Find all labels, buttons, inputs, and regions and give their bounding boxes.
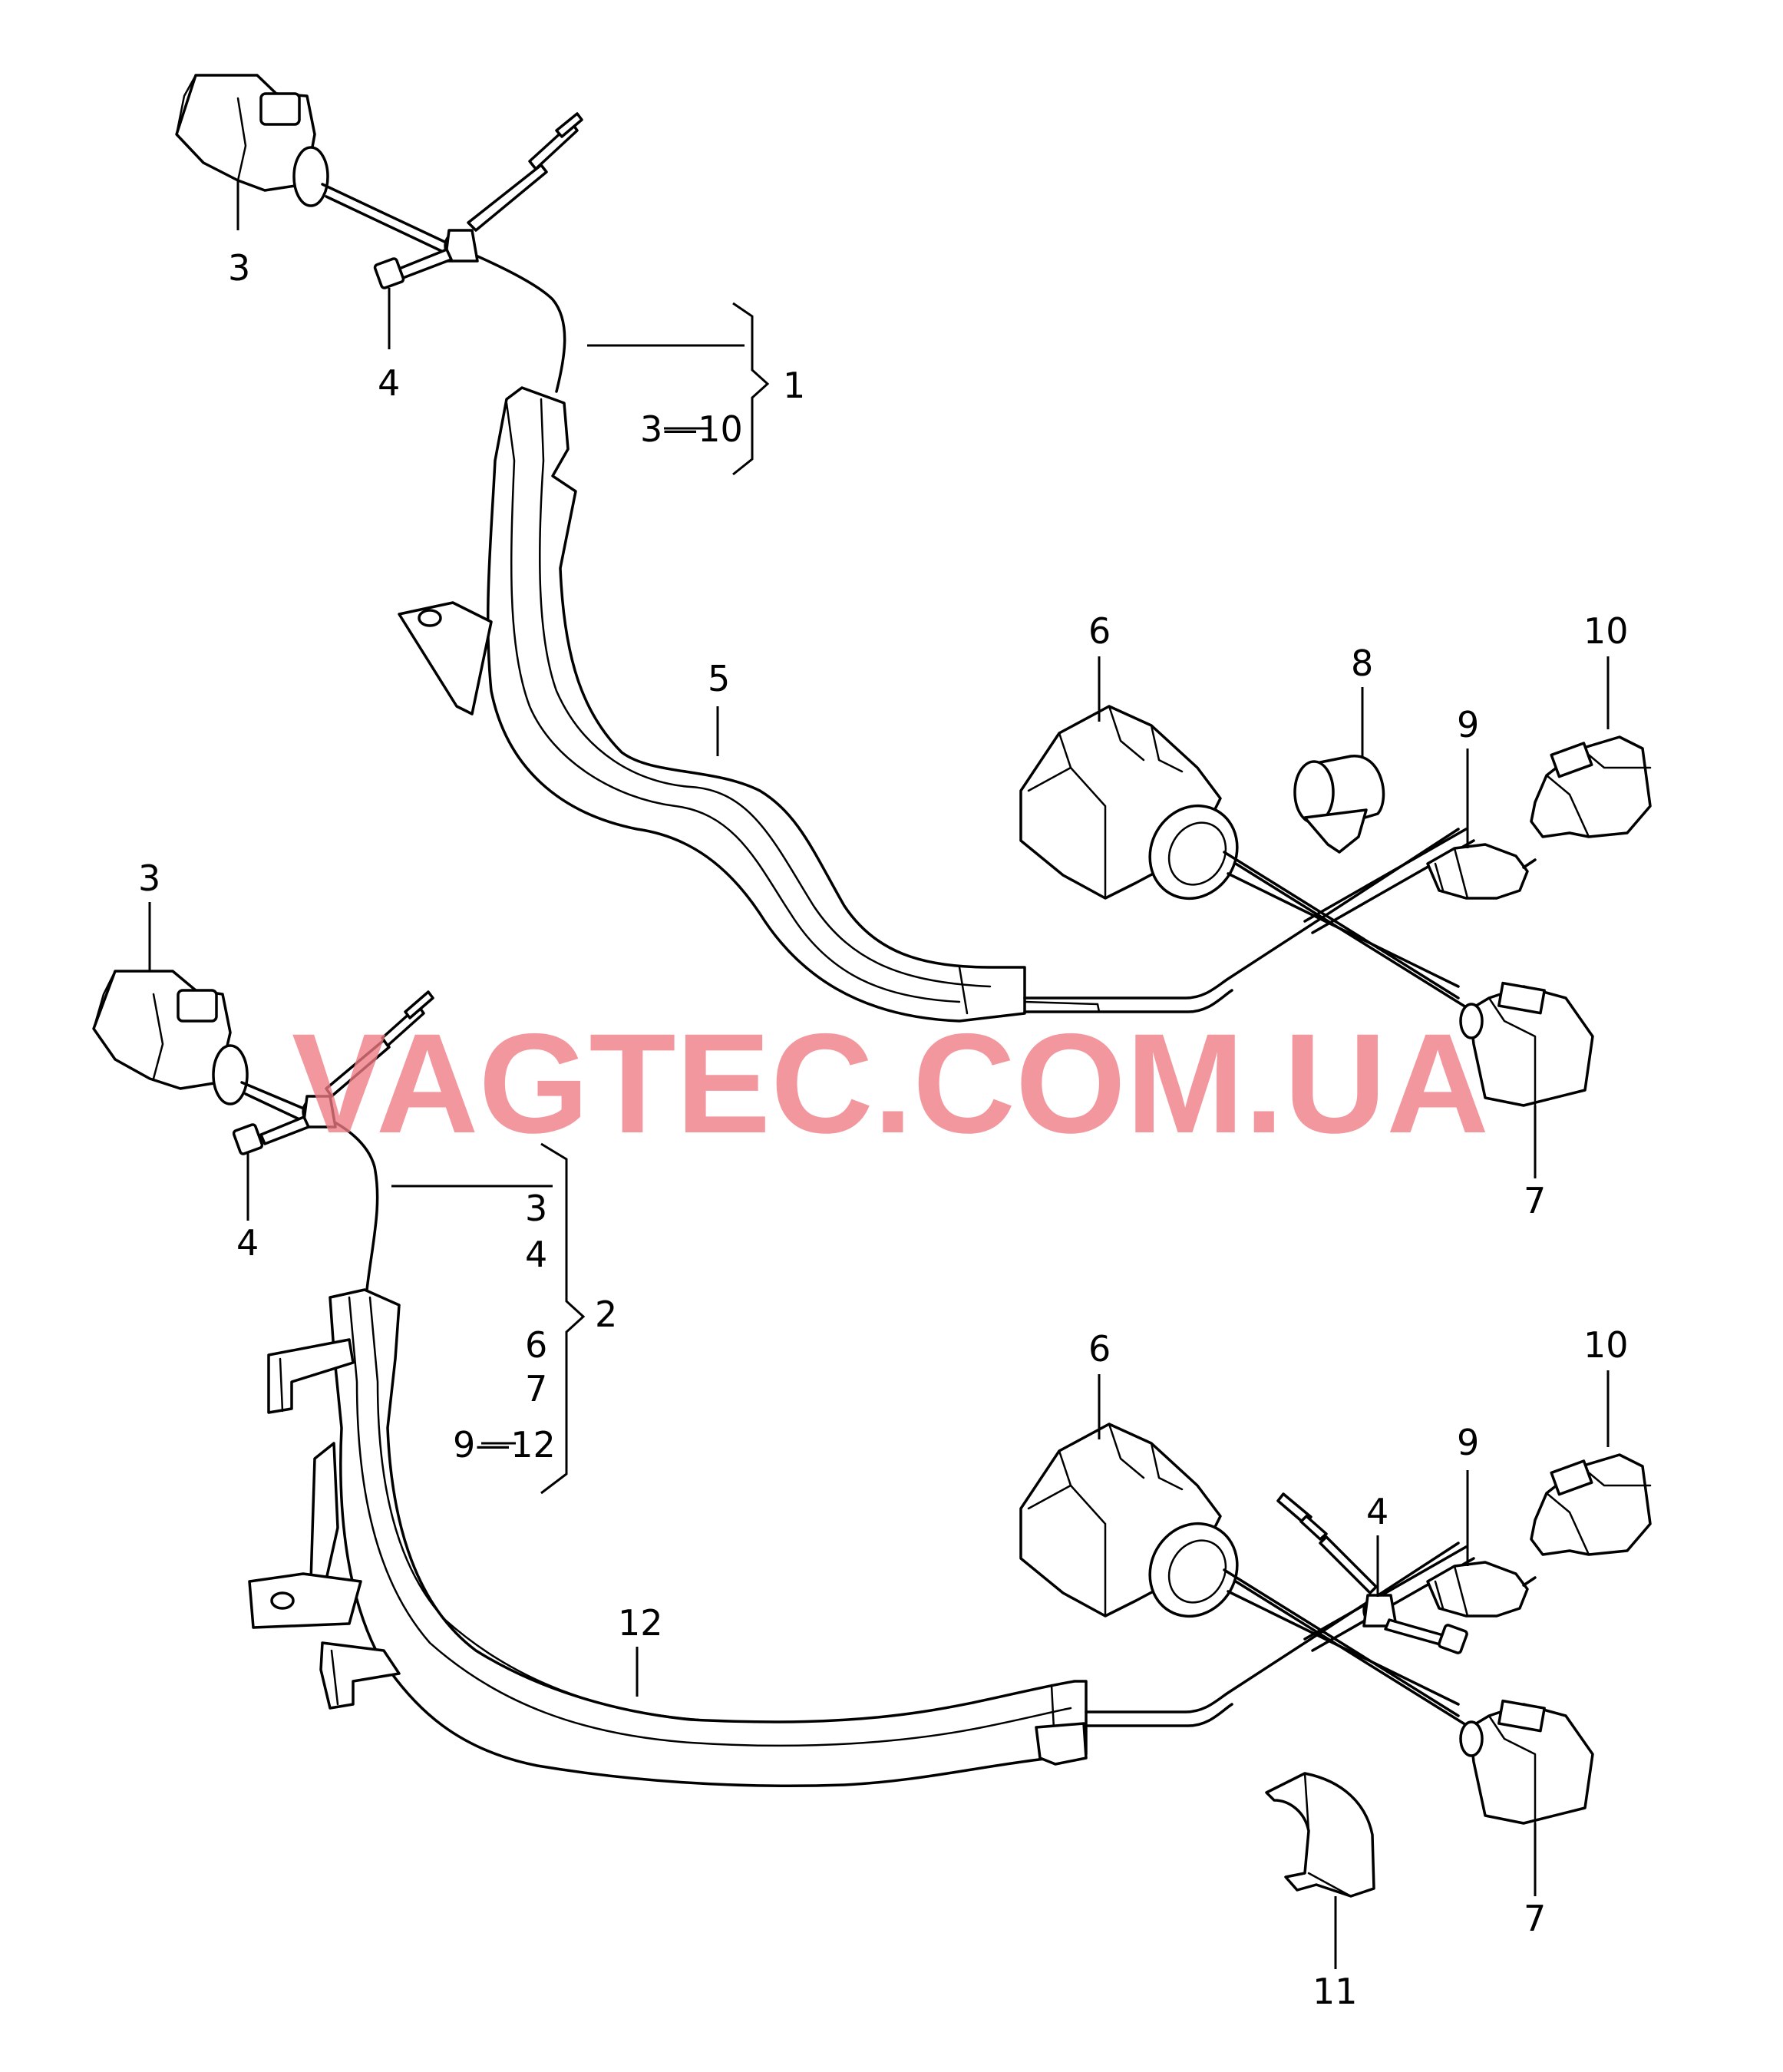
lower-clip-11-part — [1265, 1772, 1375, 1898]
callout-upper-assembly-1: 1 — [783, 365, 805, 406]
lower-connector-3-part — [92, 970, 249, 1105]
callout-upper-4: 4 — [378, 362, 400, 404]
callout-lower-list-7: 7 — [525, 1368, 547, 1409]
lower-harness-assembly — [92, 970, 1652, 1898]
upper-connector-7-part — [1459, 981, 1594, 1107]
callout-lower-assembly-2: 2 — [595, 1294, 617, 1335]
leader-lines — [148, 180, 1610, 1969]
callout-upper-9: 9 — [1457, 704, 1479, 745]
upper-grommet-8-part — [1293, 755, 1385, 854]
lower-connector-10-part — [1530, 1453, 1652, 1556]
lower-cable-tie-clip — [232, 990, 434, 1155]
lower-grommet-9-part — [1426, 1561, 1529, 1618]
callout-upper-8: 8 — [1351, 643, 1373, 684]
callout-lower-list-4: 4 — [525, 1234, 547, 1275]
callout-lower-7: 7 — [1524, 1898, 1546, 1939]
callout-lower-4: 4 — [236, 1222, 259, 1264]
callout-labels: 3 4 1 3—10 5 6 8 9 10 7 3 4 3 4 2 6 7 9—… — [138, 247, 1629, 2012]
upper-connector-10-part — [1530, 735, 1652, 838]
callout-upper-range: 3—10 — [640, 408, 743, 450]
callout-upper-5: 5 — [708, 658, 730, 699]
callout-upper-7: 7 — [1524, 1180, 1546, 1221]
callout-upper-10: 10 — [1583, 610, 1629, 652]
upper-connector-3-part — [175, 74, 329, 207]
callout-lower-list-3: 3 — [525, 1188, 547, 1229]
lower-right-cable-tie-4-part — [1276, 1492, 1468, 1654]
upper-conduit-5-part — [398, 386, 1026, 1023]
callout-lower-10: 10 — [1583, 1324, 1629, 1366]
watermark-text: VAGTEC.COM.UA — [292, 1005, 1489, 1163]
callout-lower-11: 11 — [1312, 1971, 1358, 2012]
callout-lower-12: 12 — [618, 1602, 663, 1644]
lower-conduit-12-part — [248, 1288, 1088, 1788]
callout-lower-list-9-12: 9—12 — [453, 1424, 556, 1466]
callout-lower-6: 6 — [1088, 1328, 1111, 1370]
lower-connector-7-part — [1459, 1699, 1594, 1825]
callout-upper-6: 6 — [1088, 610, 1111, 652]
callout-lower-list-6: 6 — [525, 1324, 547, 1366]
upper-grommet-9-part — [1426, 843, 1529, 900]
callout-upper-3: 3 — [228, 247, 250, 289]
upper-cable-tie-clip — [373, 112, 583, 289]
upper-connector-6-part — [1019, 705, 1239, 901]
callout-lower-4-right: 4 — [1366, 1491, 1388, 1532]
callout-lower-9: 9 — [1457, 1422, 1479, 1463]
lower-connector-6-part — [1019, 1423, 1239, 1618]
callout-lower-3: 3 — [138, 858, 160, 899]
upper-harness-assembly — [175, 74, 1652, 1107]
